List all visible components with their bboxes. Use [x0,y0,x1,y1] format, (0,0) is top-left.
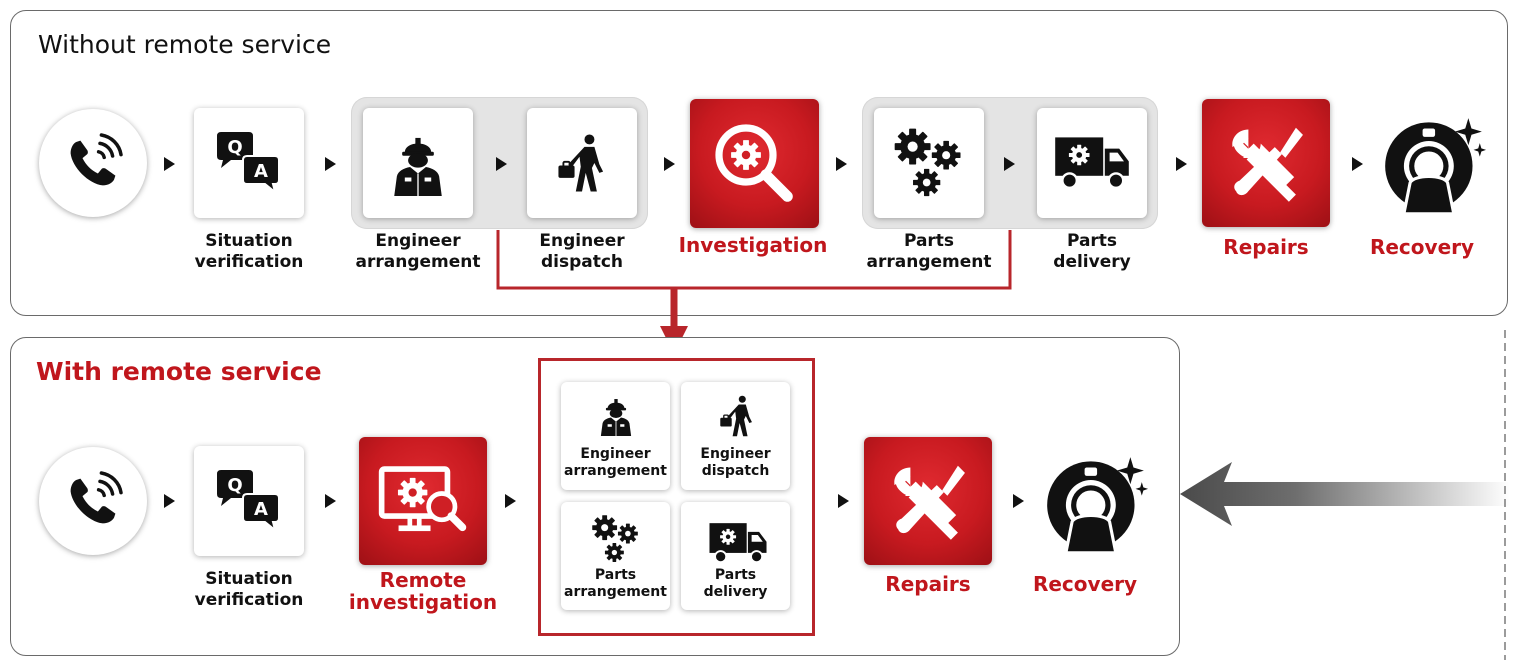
engineer-arrangement-mini-card: Engineer arrangement [561,382,670,490]
scanner-icon [1378,114,1488,218]
repairs-label: Repairs [885,572,971,596]
engineer-dispatch-label: Engineer dispatch [539,231,625,272]
flow-arrow [325,157,336,171]
qa-icon: Q A [217,132,280,195]
parts-delivery-mini-card: Parts delivery [681,502,790,610]
walking-engineer-icon [551,130,613,196]
gears-icon [890,124,968,202]
scanner-icon [1040,453,1150,557]
repairs-card [864,437,992,565]
tools-icon [1222,119,1310,207]
qa-icon: Q A [217,470,280,533]
truck-icon [1052,131,1132,195]
engineer-dispatch-mini-card: Engineer dispatch [681,382,790,490]
engineer-icon [385,128,451,198]
parts-delivery-card [1037,108,1147,218]
qa-q-letter: Q [227,137,242,158]
magnifier-gear-icon [714,123,793,202]
repairs-card [1202,99,1330,227]
recovery-label: Recovery [1369,235,1475,259]
parts-arrangement-label: Parts arrangement [564,567,667,600]
engineer-arrangement-card [363,108,473,218]
situation-verification-label: Situation verification [194,569,304,610]
dashed-divider [1504,330,1506,660]
gears-icon [589,512,643,566]
phone-step [39,109,147,217]
phone-icon [58,466,128,536]
remote-investigation-card [359,437,487,565]
parts-delivery-label: Parts delivery [703,567,768,600]
flow-arrow [164,157,175,171]
investigation-label: Investigation [678,233,828,257]
flow-arrow [1004,157,1015,171]
time-saved-arrow [1180,462,1510,526]
walking-engineer-icon [715,390,759,442]
situation-verification-card: Q A [194,108,304,218]
monitor-search-icon [378,466,467,532]
recovery-label: Recovery [1032,572,1138,596]
situation-verification-card: Q A [194,446,304,556]
flow-arrow [664,157,675,171]
remote-investigation-label: Remote investigation [348,568,498,614]
engineer-dispatch-card [527,108,637,218]
engineer-arrangement-label: Engineer arrangement [564,446,667,479]
with-remote-title: With remote service [36,357,322,386]
phone-icon [58,128,128,198]
qa-a-letter: A [254,161,268,182]
qa-a-letter: A [254,499,268,520]
qa-q-letter: Q [227,475,242,496]
flow-arrow [1176,157,1187,171]
tools-icon [884,457,972,545]
situation-verification-label: Situation verification [194,231,304,272]
parts-arrangement-mini-card: Parts arrangement [561,502,670,610]
without-remote-title: Without remote service [38,30,332,59]
investigation-card [690,99,819,228]
flow-arrow [836,157,847,171]
flow-arrow [496,157,507,171]
flow-arrow [1352,157,1363,171]
flow-arrow [164,494,175,508]
parts-arrangement-label: Parts arrangement [866,231,992,272]
engineer-arrangement-label: Engineer arrangement [355,231,481,272]
truck-icon [707,518,769,568]
engineer-dispatch-label: Engineer dispatch [700,446,771,479]
repairs-label: Repairs [1223,235,1309,259]
flow-arrow [838,494,849,508]
engineer-icon [595,392,637,438]
flow-arrow [325,494,336,508]
phone-step [39,447,147,555]
parts-arrangement-card [874,108,984,218]
flow-arrow [1013,494,1024,508]
parts-delivery-label: Parts delivery [1053,231,1131,272]
parallel-tasks-box [538,358,815,636]
flow-arrow [505,494,516,508]
